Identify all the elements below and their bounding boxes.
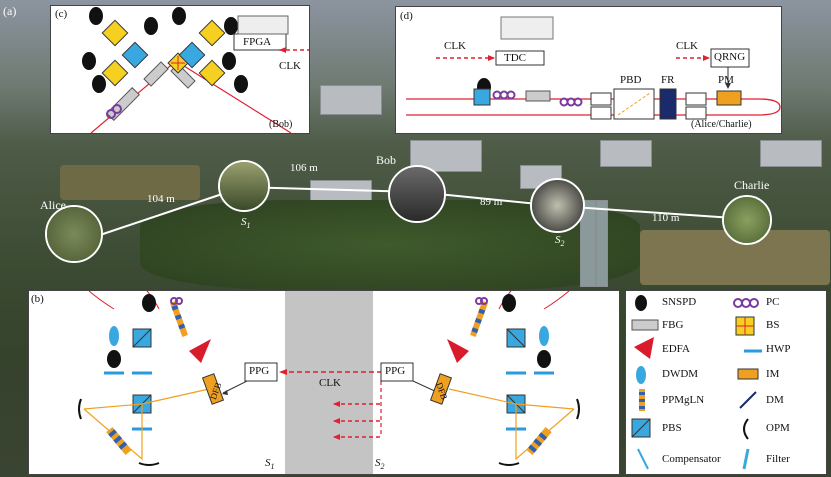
building	[320, 85, 382, 115]
building	[600, 140, 652, 167]
legend-edfa: EDFA	[662, 343, 690, 355]
legend-symbols	[631, 295, 762, 470]
panel-b-s1-label: S1	[265, 457, 275, 472]
qrng-label: QRNG	[714, 51, 746, 63]
distance-s1-bob: 106 m	[290, 162, 318, 174]
panel-d-label: (d)	[400, 10, 413, 22]
panel-d-diagram	[406, 16, 781, 120]
distance-s2-charlie: 110 m	[652, 212, 680, 224]
panel-b-s2-label: S2	[375, 457, 385, 472]
legend-pbs: PBS	[662, 422, 682, 434]
water-channel	[580, 200, 596, 287]
panel-b-clk-label: CLK	[319, 377, 341, 389]
alice-label: Alice	[40, 198, 66, 212]
building	[760, 140, 822, 167]
legend-opm: OPM	[766, 422, 790, 434]
legend-dwdm: DWDM	[662, 368, 699, 380]
legend-ppmgln: PPMgLN	[662, 394, 705, 406]
legend-snspd: SNSPD	[662, 296, 697, 308]
fpga-label: FPGA	[243, 36, 272, 48]
legend-compensator: Compensator	[662, 453, 721, 465]
legend-dm: DM	[766, 394, 784, 406]
legend-pc: PC	[766, 296, 780, 308]
panel-c: (c) FPGA CLK (Bob)	[50, 5, 310, 134]
charlie-label: Charlie	[734, 178, 770, 192]
panel-b-label: (b)	[31, 293, 44, 305]
distance-alice-s1: 104 m	[147, 193, 175, 205]
s1-site-label: S1	[241, 216, 251, 231]
legend-fbg: FBG	[662, 319, 684, 331]
water-channel	[596, 200, 608, 287]
panel-d-owner: (Alice/Charlie)	[691, 119, 752, 130]
distance-bob-s2: 89 m	[480, 196, 503, 208]
s1-site-photo	[218, 160, 270, 212]
panel-c-label: (c)	[55, 8, 68, 20]
panel-d-clk-left: CLK	[444, 40, 466, 52]
s2-site-label: S2	[555, 234, 565, 249]
field	[60, 165, 200, 200]
panel-c-diagram	[82, 7, 309, 134]
bob-site-photo	[388, 165, 446, 223]
bob-label: Bob	[376, 153, 397, 167]
panel-a-label: (a)	[3, 4, 17, 18]
panel-c-clk-label: CLK	[279, 60, 301, 72]
panel-c-owner: (Bob)	[269, 119, 293, 130]
legend-hwp: HWP	[766, 343, 791, 355]
panel-b: (b) PPG PPG CLK DFB DFB S1 S2	[28, 290, 620, 475]
legend-panel: SNSPD PC FBG BS EDFA HWP DWDM IM PPMgLN …	[625, 290, 827, 475]
panel-d-clk-right: CLK	[676, 40, 698, 52]
legend-im: IM	[766, 368, 780, 380]
pbd-label: PBD	[620, 74, 642, 86]
legend-bs: BS	[766, 319, 780, 331]
s2-site-photo	[530, 178, 585, 233]
snspd-symbol	[635, 295, 647, 311]
ppg-right-label: PPG	[385, 365, 406, 377]
panel-b-diagram	[78, 290, 580, 466]
free-space-channel	[285, 291, 373, 474]
tdc-label: TDC	[504, 52, 526, 64]
panel-d: (d) TDC CLK CLK QRNG PBD FR PM (Alice/	[395, 6, 782, 134]
charlie-site-photo	[722, 195, 772, 245]
alice-site-photo	[45, 205, 103, 263]
pm-label: PM	[718, 74, 734, 86]
fr-label: FR	[661, 74, 675, 86]
legend-filter: Filter	[766, 453, 790, 465]
ppg-left-label: PPG	[249, 365, 270, 377]
